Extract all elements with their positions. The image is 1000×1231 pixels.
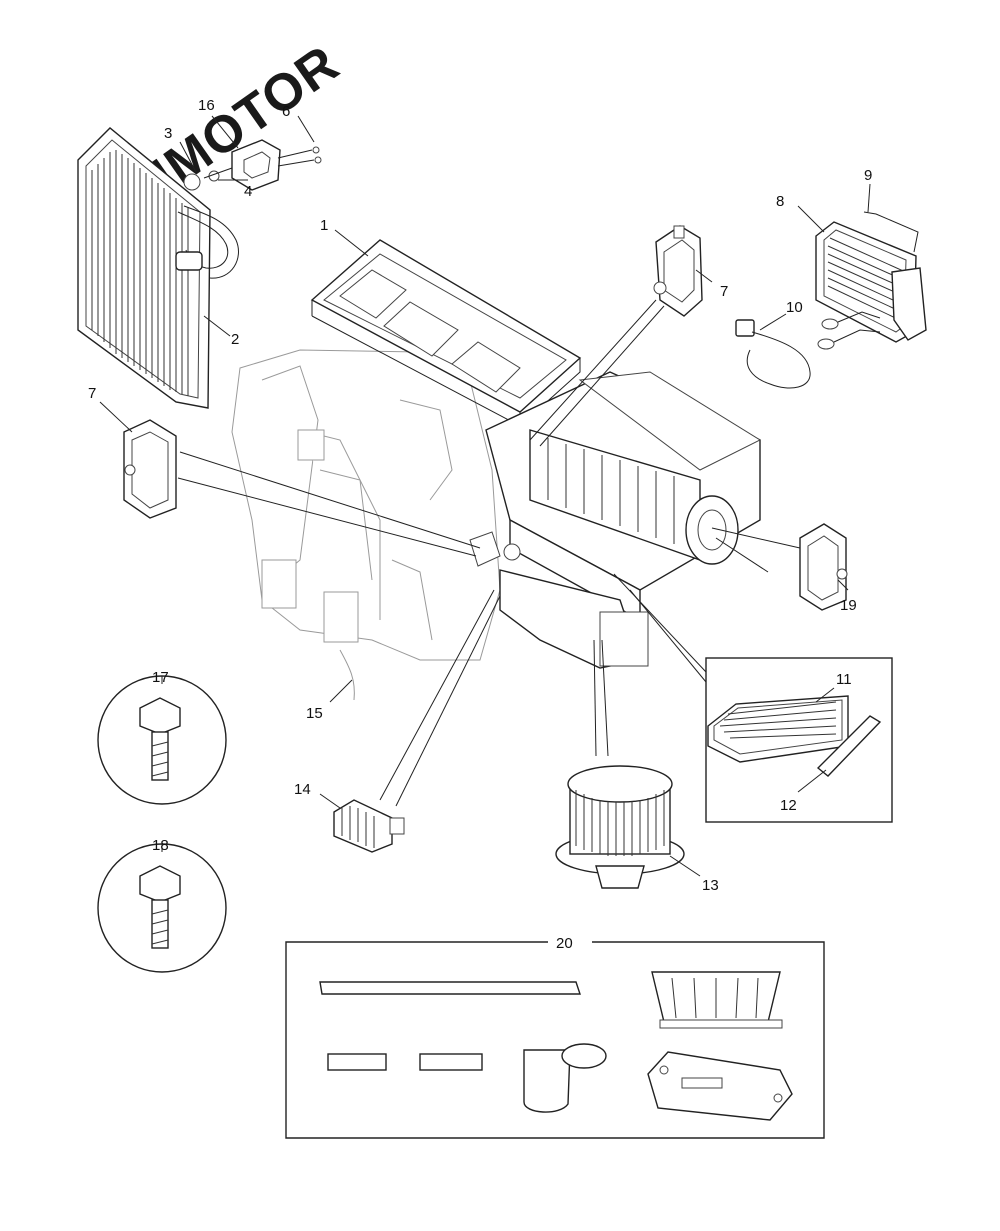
callout-9: 9 [864,167,872,184]
blower-housing [469,371,762,669]
callout-7-left: 7 [88,385,96,402]
callout-14: 14 [294,781,311,798]
blower-housing-louvres [547,438,675,544]
callout-8: 8 [776,193,784,210]
callout-6: 6 [282,103,290,120]
heater-core [815,211,927,350]
blower-motor [555,765,685,889]
resistor-fins [341,806,375,848]
callout-4: 4 [244,183,252,200]
callout-11: 11 [836,671,852,688]
seal-kit-box [285,941,825,1139]
evaporator-fins [91,150,189,396]
blower-resistor [333,799,405,853]
bolt-18-detail [97,843,227,973]
callout-13: 13 [702,877,719,894]
callout-1: 1 [320,217,328,234]
cabin-filter-box [705,657,893,823]
hvac-housing-ghost [231,349,501,701]
callout-20: 20 [556,935,573,952]
expansion-valve-assembly [183,139,322,191]
evaporator-core [77,127,239,409]
mode-door-actuator-left [123,419,177,519]
callout-17: 17 [152,669,169,686]
callout-19: 19 [840,597,857,614]
callout-labels: 1 2 3 4 6 7 7 8 9 10 11 12 13 14 15 16 1… [88,97,872,952]
filter-pleats [719,701,837,739]
callout-15: 15 [306,705,323,722]
callout-10: 10 [786,299,803,316]
bolt-17-detail [97,675,227,805]
callout-16: 16 [198,97,215,114]
callout-3: 3 [164,125,172,142]
mode-door-actuator-upper [653,225,703,317]
callout-12: 12 [780,797,797,814]
kit-grille [671,977,759,1019]
leader-lines [99,115,871,877]
callout-2: 2 [231,331,239,348]
recirculation-actuator [799,523,848,611]
callout-7-upper: 7 [720,283,728,300]
temperature-sensor-harness [735,319,811,389]
top-air-duct [310,239,582,427]
blower-wheel-blades [575,790,665,856]
callout-18: 18 [152,837,169,854]
